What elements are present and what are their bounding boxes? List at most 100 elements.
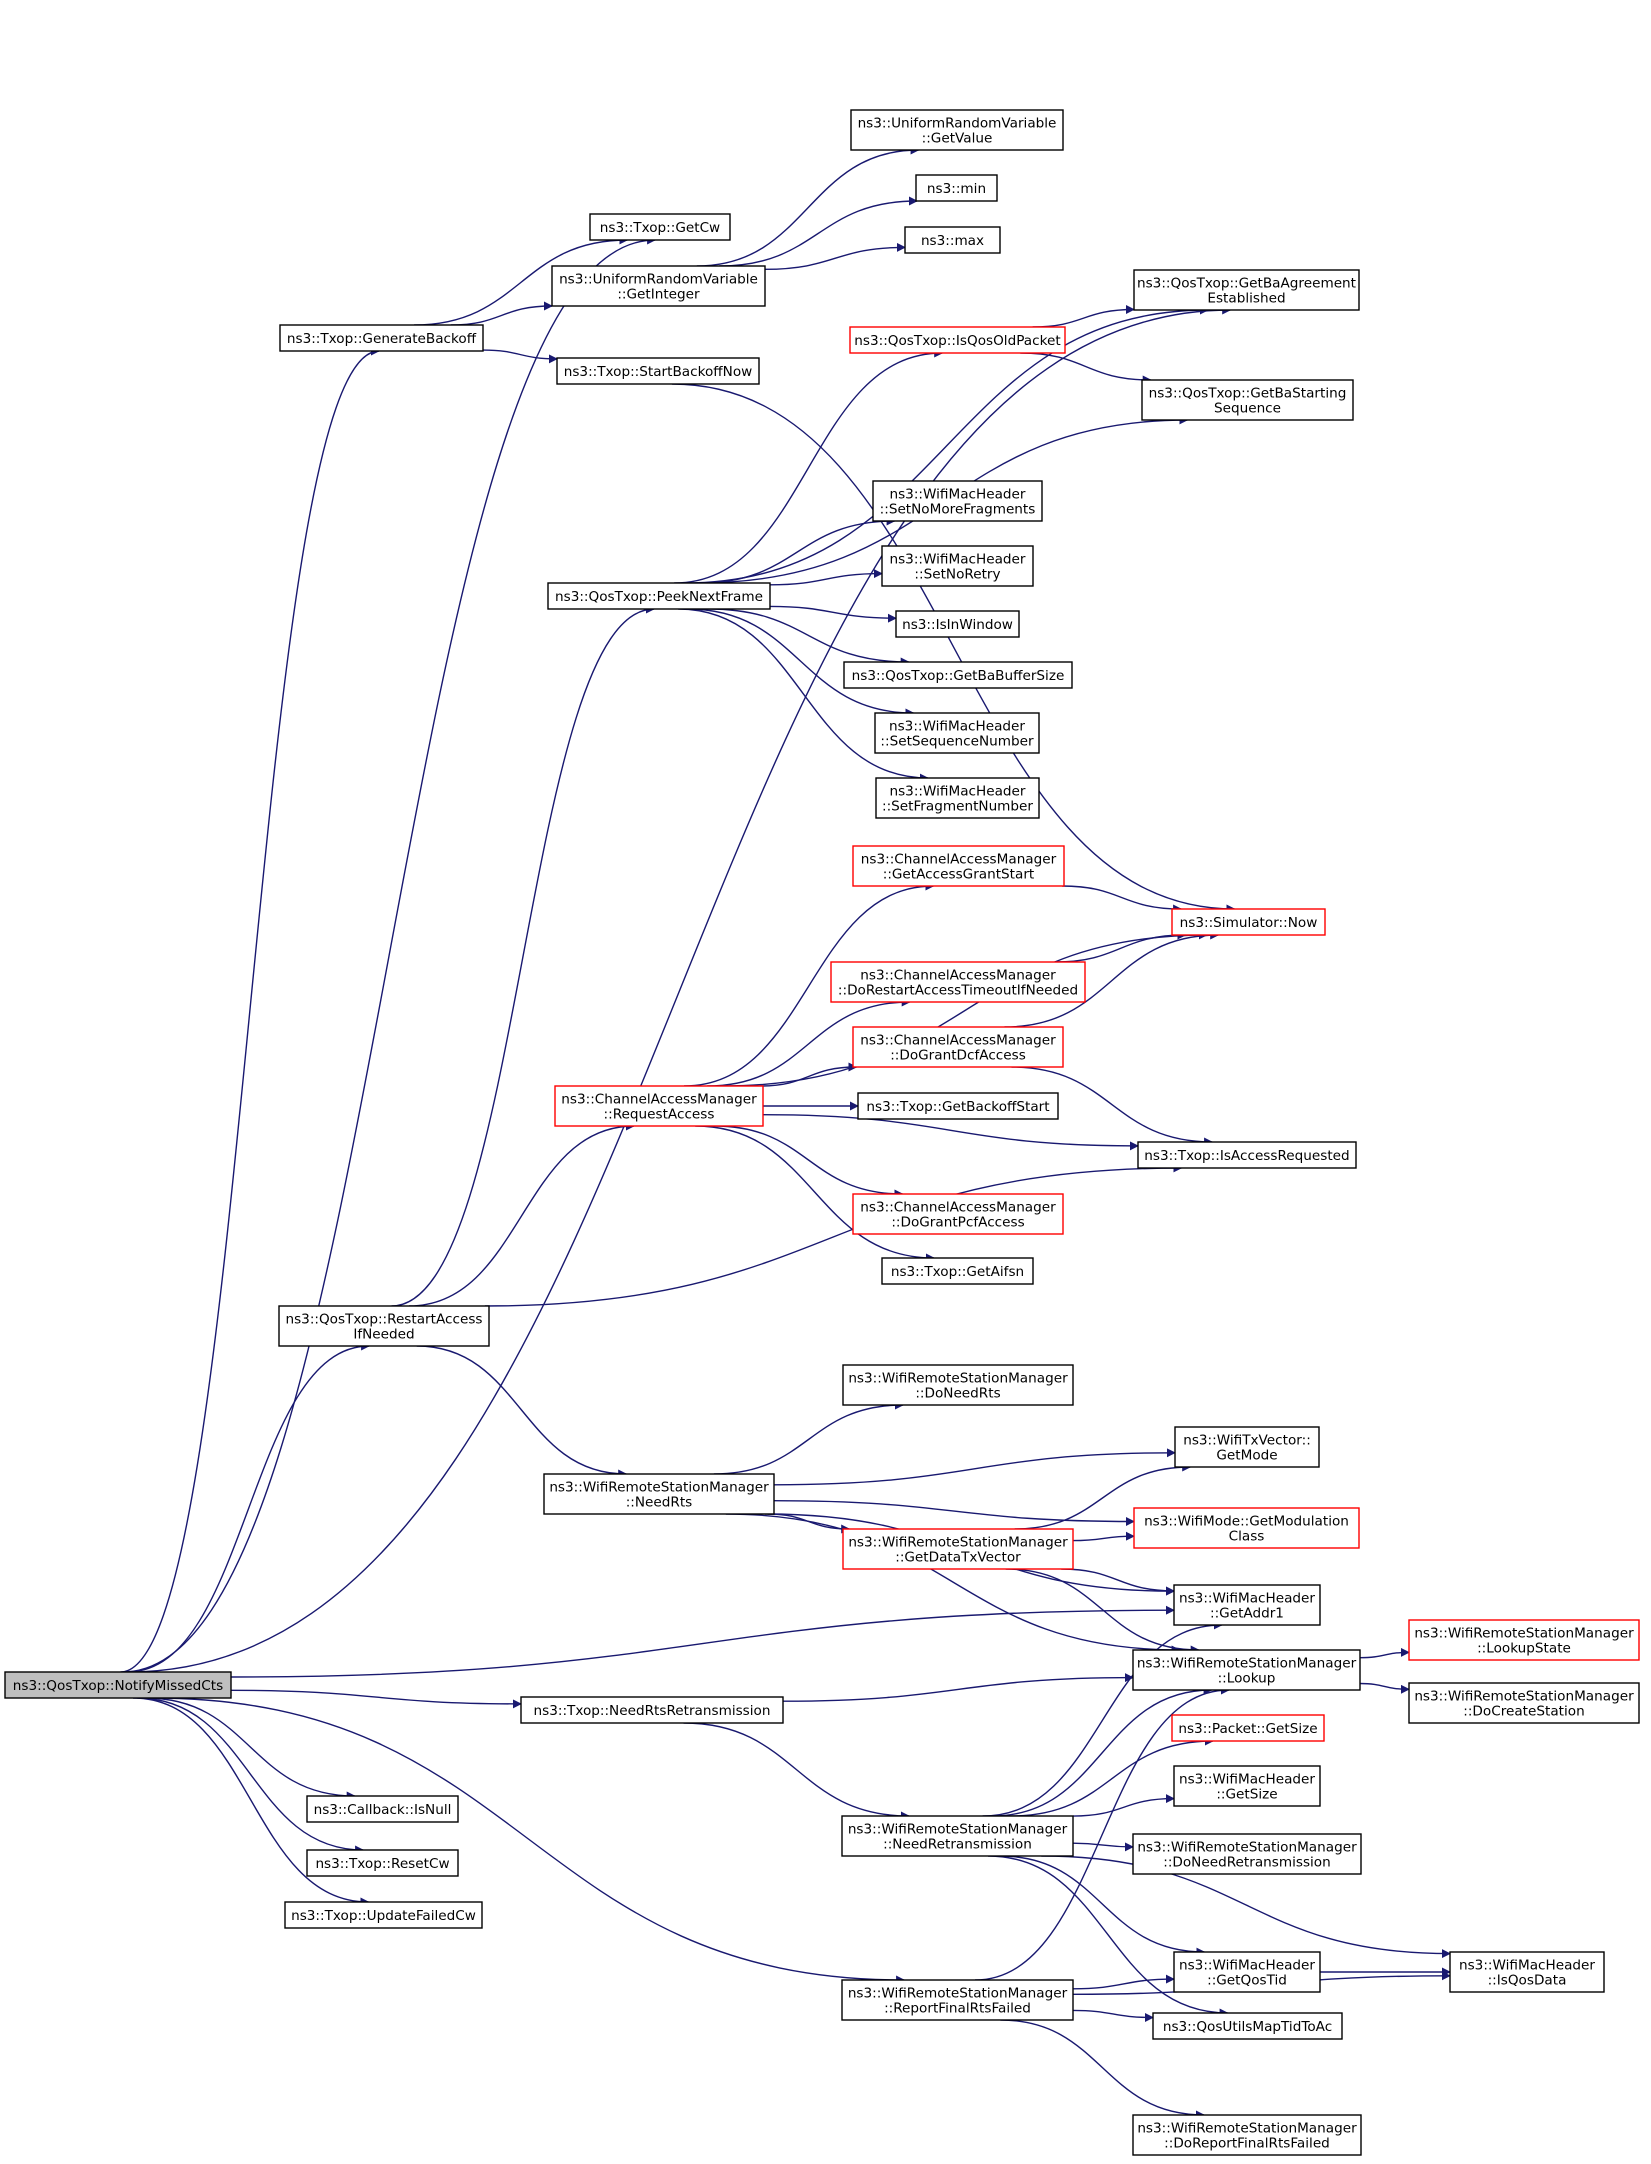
edge-notify-missed-cts-to-update-failed-cw: [132, 1697, 370, 1907]
node-do-grant-dcf[interactable]: ns3::ChannelAccessManager::DoGrantDcfAcc…: [852, 1026, 1064, 1068]
node-min[interactable]: ns3::min: [915, 174, 998, 202]
edge-get-integer-to-max: [764, 242, 906, 270]
node-do-report-final-rts-failed[interactable]: ns3::WifiRemoteStationManager::DoReportF…: [1132, 2114, 1362, 2156]
node-label-line: ns3::WifiRemoteStationManager: [848, 1371, 1068, 1387]
node-get-qos-tid[interactable]: ns3::WifiMacHeader::GetQosTid: [1173, 1951, 1321, 1993]
edge-restart-access-to-request-access: [408, 1121, 635, 1307]
edge-request-access-to-do-grant-dcf: [760, 1062, 858, 1087]
node-header-get-size[interactable]: ns3::WifiMacHeader::GetSize: [1173, 1765, 1321, 1807]
node-lookup-state[interactable]: ns3::WifiRemoteStationManager::LookupSta…: [1408, 1619, 1640, 1661]
node-is-qos-data[interactable]: ns3::WifiMacHeader::IsQosData: [1449, 1951, 1605, 1993]
node-do-grant-pcf[interactable]: ns3::ChannelAccessManager::DoGrantPcfAcc…: [852, 1193, 1064, 1235]
node-lookup[interactable]: ns3::WifiRemoteStationManager::Lookup: [1132, 1649, 1361, 1691]
node-max[interactable]: ns3::max: [904, 226, 1001, 254]
edge-peek-next-frame-to-set-no-more-fragments: [699, 516, 896, 584]
node-box: [556, 357, 760, 385]
node-callback-is-null[interactable]: ns3::Callback::IsNull: [306, 1795, 459, 1823]
edge-need-rts-to-do-need-rts: [713, 1400, 904, 1475]
edge-need-rts-to-get-modulation-class: [773, 1500, 1135, 1526]
node-get-aifsn[interactable]: ns3::Txop::GetAifsn: [881, 1257, 1034, 1285]
edge-get-data-tx-vector-to-lookup: [1005, 1568, 1200, 1655]
node-get-access-grant-start[interactable]: ns3::ChannelAccessManager::GetAccessGran…: [852, 845, 1065, 887]
edge-report-final-rts-failed-to-lookup: [974, 1685, 1230, 1981]
node-need-rts-retransmission[interactable]: ns3::Txop::NeedRtsRetransmission: [520, 1696, 784, 1724]
node-label-line: ::SetNoMoreFragments: [880, 502, 1036, 518]
node-qos-utils-map[interactable]: ns3::QosUtilsMapTidToAc: [1152, 2012, 1343, 2040]
node-box: [852, 1026, 1064, 1068]
edge-notify-missed-cts-to-restart-access: [127, 1341, 371, 1673]
node-label-line: ns3::max: [921, 233, 984, 249]
node-simulator-now[interactable]: ns3::Simulator::Now: [1171, 908, 1326, 936]
node-start-backoff-now[interactable]: ns3::Txop::StartBackoffNow: [556, 357, 760, 385]
node-update-failed-cw[interactable]: ns3::Txop::UpdateFailedCw: [284, 1901, 483, 1929]
edge-peek-next-frame-to-set-sequence-number: [687, 608, 915, 718]
node-set-fragment-number[interactable]: ns3::WifiMacHeader::SetFragmentNumber: [875, 777, 1040, 819]
node-label-line: ns3::Callback::IsNull: [314, 1802, 452, 1818]
node-label-line: ns3::QosTxop::GetBaStarting: [1149, 386, 1347, 402]
edge-restart-access-to-need-rts: [416, 1345, 628, 1479]
node-reset-cw[interactable]: ns3::Txop::ResetCw: [306, 1849, 459, 1877]
node-do-restart-access[interactable]: ns3::ChannelAccessManager::DoRestartAcce…: [830, 961, 1086, 1003]
edge-notify-missed-cts-to-get-ba-agreement: [128, 305, 1232, 1673]
edge-restart-access-to-peek-next-frame: [391, 604, 655, 1307]
node-is-qos-old-packet[interactable]: ns3::QosTxop::IsQosOldPacket: [849, 326, 1066, 354]
node-get-value[interactable]: ns3::UniformRandomVariable::GetValue: [850, 109, 1064, 151]
node-label-line: IfNeeded: [353, 1327, 414, 1343]
node-do-need-rts[interactable]: ns3::WifiRemoteStationManager::DoNeedRts: [842, 1364, 1074, 1406]
node-set-sequence-number[interactable]: ns3::WifiMacHeader::SetSequenceNumber: [874, 712, 1040, 754]
node-get-mode[interactable]: ns3::WifiTxVector::GetMode: [1174, 1426, 1320, 1468]
node-label-line: ns3::Simulator::Now: [1180, 915, 1318, 931]
node-box: [1152, 2012, 1343, 2040]
node-label-line: ns3::WifiRemoteStationManager: [848, 1535, 1068, 1551]
node-box: [306, 1795, 459, 1823]
node-do-need-retransmission[interactable]: ns3::WifiRemoteStationManager::DoNeedRet…: [1132, 1833, 1362, 1875]
edge-need-rts-retransmission-to-need-retransmission: [683, 1722, 910, 1821]
node-label-line: ns3::QosTxop::IsQosOldPacket: [854, 333, 1060, 349]
node-label-line: GetMode: [1216, 1448, 1277, 1464]
node-get-backoff-start[interactable]: ns3::Txop::GetBackoffStart: [857, 1092, 1059, 1120]
edge-peek-next-frame-to-set-fragment-number: [678, 608, 929, 783]
node-need-rts[interactable]: ns3::WifiRemoteStationManager::NeedRts: [543, 1473, 775, 1515]
node-get-ba-buffer-size[interactable]: ns3::QosTxop::GetBaBufferSize: [843, 661, 1073, 689]
edge-get-data-tx-vector-to-get-addr1: [1061, 1568, 1175, 1596]
node-label-line: ::GetQosTid: [1207, 1973, 1287, 1989]
node-box: [279, 324, 484, 352]
node-label-line: ns3::WifiRemoteStationManager: [1414, 1626, 1634, 1642]
edge-need-rts-to-get-mode: [773, 1448, 1176, 1486]
node-notify-missed-cts[interactable]: ns3::QosTxop::NotifyMissedCts: [4, 1671, 232, 1699]
node-label-line: ::GetDataTxVector: [895, 1550, 1021, 1566]
node-do-create-station[interactable]: ns3::WifiRemoteStationManager::DoCreateS…: [1408, 1682, 1640, 1724]
node-is-in-window[interactable]: ns3::IsInWindow: [895, 610, 1020, 638]
node-packet-get-size[interactable]: ns3::Packet::GetSize: [1171, 1714, 1325, 1742]
node-generate-backoff[interactable]: ns3::Txop::GenerateBackoff: [279, 324, 484, 352]
node-set-no-more-fragments[interactable]: ns3::WifiMacHeader::SetNoMoreFragments: [872, 480, 1043, 522]
node-label-line: ::DoNeedRts: [915, 1386, 1000, 1402]
node-label-line: Sequence: [1214, 401, 1281, 417]
node-label-line: ns3::Txop::GetBackoffStart: [866, 1099, 1049, 1115]
node-get-cw[interactable]: ns3::Txop::GetCw: [589, 213, 731, 241]
node-label-line: ::GetAccessGrantStart: [883, 867, 1035, 883]
node-box: [589, 213, 731, 241]
node-need-retransmission[interactable]: ns3::WifiRemoteStationManager::NeedRetra…: [841, 1815, 1074, 1857]
node-get-addr1[interactable]: ns3::WifiMacHeader::GetAddr1: [1173, 1584, 1321, 1626]
node-is-access-requested[interactable]: ns3::Txop::IsAccessRequested: [1137, 1141, 1357, 1169]
node-get-data-tx-vector[interactable]: ns3::WifiRemoteStationManager::GetDataTx…: [842, 1528, 1074, 1570]
node-box: [830, 961, 1086, 1003]
node-box: [904, 226, 1001, 254]
edge-need-rts-to-lookup: [725, 1513, 1181, 1655]
edge-notify-missed-cts-to-get-addr1: [230, 1605, 1175, 1678]
edge-peek-next-frame-to-set-no-retry: [769, 569, 883, 586]
node-report-final-rts-failed[interactable]: ns3::WifiRemoteStationManager::ReportFin…: [841, 1979, 1074, 2021]
node-label-line: ::RequestAccess: [604, 1107, 715, 1123]
node-request-access[interactable]: ns3::ChannelAccessManager::RequestAccess: [554, 1085, 764, 1127]
node-get-integer[interactable]: ns3::UniformRandomVariable::GetInteger: [551, 265, 766, 307]
node-label-line: ns3::ChannelAccessManager: [561, 1092, 757, 1108]
node-peek-next-frame[interactable]: ns3::QosTxop::PeekNextFrame: [547, 582, 771, 610]
node-set-no-retry[interactable]: ns3::WifiMacHeader::SetNoRetry: [881, 545, 1034, 587]
node-label-line: ns3::WifiMacHeader: [889, 552, 1025, 568]
